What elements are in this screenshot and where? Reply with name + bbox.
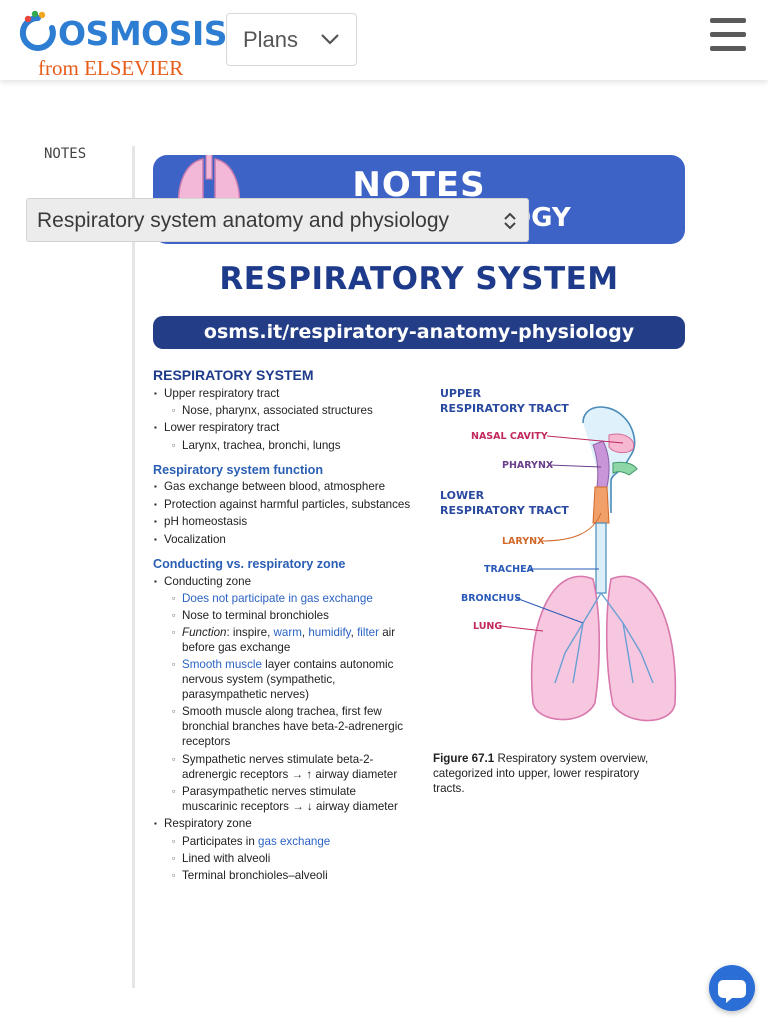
mouth-shape: [612, 461, 638, 476]
list-item: pH homeostasis: [153, 514, 413, 529]
list-item: Parasympathetic nerves stimulate muscari…: [153, 784, 413, 814]
logo-mark-icon: [19, 10, 56, 51]
leader-line: [515, 597, 584, 624]
text-run: Participates in: [182, 834, 259, 848]
text-run: warm: [273, 626, 302, 640]
plans-label: Plans: [243, 27, 299, 52]
diagram-label: RESPIRATORY TRACT: [440, 402, 569, 415]
list-item: Respiratory zone: [153, 816, 413, 831]
text-run: ,: [350, 626, 358, 640]
list-item: Participates in gas exchange: [153, 834, 413, 849]
figure-column: UPPER RESPIRATORY TRACT LOWER RESPIRATOR…: [433, 383, 685, 803]
list-item: Function: inspire, warm, humidify, filte…: [153, 625, 413, 655]
larynx-shape: [592, 486, 610, 524]
larynx-label: LARYNX: [502, 536, 545, 547]
text-run: ,: [301, 626, 309, 640]
figure-caption: Figure 67.1 Respiratory system overview,…: [433, 751, 671, 796]
text-run: layer contains autonomic nervous system …: [182, 658, 394, 702]
text-italic: Function: [182, 626, 227, 640]
list-item: Conducting zone: [153, 574, 413, 589]
list-item: Gas exchange between blood, atmosphere: [153, 479, 413, 494]
diagram-label: LOWER: [440, 489, 485, 502]
leader-line: [500, 625, 544, 632]
lung-label: LUNG: [473, 621, 502, 632]
list-item: Smooth muscle layer contains autonomic n…: [153, 657, 413, 702]
leader-line: [546, 435, 624, 444]
right-lung-shape: [605, 575, 677, 722]
text-run: filter: [357, 626, 379, 640]
text-run: gas exchange: [258, 834, 331, 848]
list-item: Nose, pharynx, associated structures: [153, 403, 413, 418]
sidebar-divider: [132, 146, 135, 988]
sort-updown-icon: [504, 212, 516, 230]
list-item: Terminal bronchioles–alveoli: [153, 868, 413, 883]
nasal-cavity-label: NASAL CAVITY: [471, 431, 548, 442]
menu-bar: [710, 18, 746, 23]
text-run: air before gas exchange: [182, 626, 396, 655]
text-run: : inspire,: [226, 626, 274, 640]
sidebar-title: NOTES: [44, 146, 87, 162]
section-title: RESPIRATORY SYSTEM: [153, 367, 314, 383]
diagram-label: RESPIRATORY TRACT: [440, 504, 569, 517]
hamburger-menu-icon[interactable]: [708, 17, 748, 55]
bronchus-label: BRONCHUS: [461, 593, 521, 604]
leader-line: [548, 464, 602, 468]
trachea-label: TRACHEA: [484, 564, 535, 575]
leader-line: [541, 512, 602, 542]
osmosis-logo[interactable]: OSMOSIS from ELSEVIER: [18, 6, 228, 80]
list-item: Lined with alveoli: [153, 851, 413, 866]
figure-number: Figure 67.1: [433, 752, 495, 765]
notes-document: NOTES OGY RESPIRATORY SYSTEM osms.it/res…: [153, 155, 685, 975]
list-item: Upper respiratory tract: [153, 386, 413, 401]
list-item: Vocalization: [153, 532, 413, 547]
diagram-label: UPPER: [440, 387, 482, 400]
plans-dropdown[interactable]: Plans: [226, 13, 357, 66]
list-item: Does not participate in gas exchange: [153, 591, 413, 606]
subsection-title: Conducting vs. respiratory zone: [153, 556, 346, 571]
chevron-down-icon: [321, 34, 339, 45]
left-lung-shape: [530, 575, 601, 721]
respiratory-diagram: UPPER RESPIRATORY TRACT LOWER RESPIRATOR…: [440, 387, 677, 722]
topic-select[interactable]: Respiratory system anatomy and physiolog…: [26, 198, 529, 242]
list-item: Sympathetic nerves stimulate beta-2-adre…: [153, 752, 413, 782]
logo-subtitle: from ELSEVIER: [38, 56, 184, 80]
list-item: Larynx, trachea, bronchi, lungs: [153, 438, 413, 453]
notes-link[interactable]: osms.it/respiratory-anatomy-physiology: [153, 316, 685, 349]
chat-bubble-icon: [718, 980, 746, 1003]
menu-bar: [710, 46, 746, 51]
caption-text: Respiratory system overview, categorized…: [433, 752, 649, 795]
list-item: Lower respiratory tract: [153, 420, 413, 435]
topic-select-value: Respiratory system anatomy and physiolog…: [37, 209, 450, 232]
chat-button[interactable]: [709, 965, 755, 1011]
logo-wordmark: OSMOSIS: [58, 14, 228, 53]
top-header: OSMOSIS from ELSEVIER Plans: [0, 0, 768, 80]
text-run: Smooth muscle: [182, 658, 262, 672]
trachea-shape: [595, 522, 607, 594]
text-run: humidify: [308, 626, 351, 640]
list-item: Nose to terminal bronchioles: [153, 608, 413, 623]
list-item: Smooth muscle along trachea, first few b…: [153, 704, 413, 749]
chapter-title: RESPIRATORY SYSTEM: [219, 261, 619, 297]
notes-text-column: RESPIRATORY SYSTEM Upper respiratory tra…: [153, 367, 413, 883]
subsection-title: Respiratory system function: [153, 462, 324, 477]
pharynx-label: PHARYNX: [502, 460, 554, 471]
list-item: Protection against harmful particles, su…: [153, 497, 413, 512]
menu-bar: [710, 32, 746, 37]
